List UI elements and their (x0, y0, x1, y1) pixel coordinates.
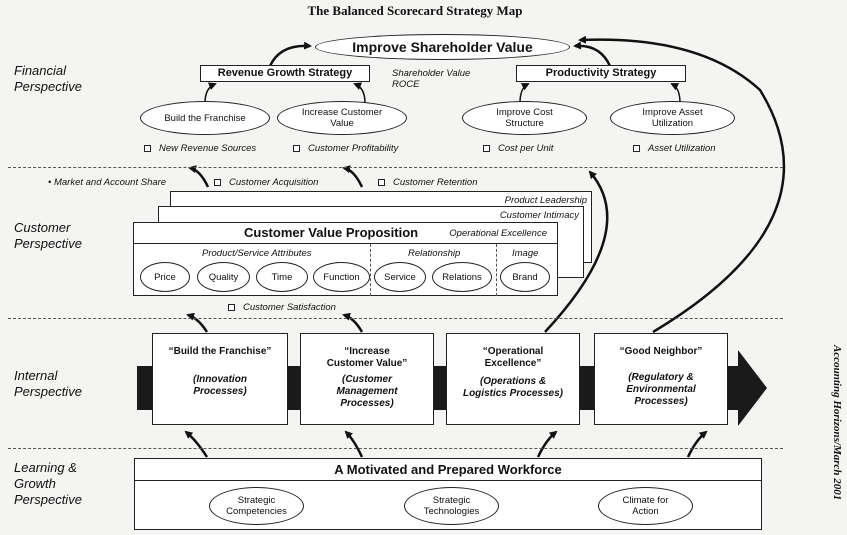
arrow-learning-to-internal3 (536, 430, 558, 458)
oval-increase-customer-value: Increase Customer Value (277, 101, 407, 135)
process-3-subtitle: (Operations & Logistics Processes) (462, 376, 564, 399)
process-2-subtitle: (Customer Management Processes) (336, 374, 398, 409)
measure-customer-profitability: Customer Profitability (293, 143, 398, 154)
arrow-retention-to-custvalue (342, 165, 364, 188)
process-1-subtitle: (Innovation Processes) (193, 374, 247, 397)
cvp-group-divider-1 (370, 244, 371, 296)
measure-market-share: • Market and Account Share (48, 177, 167, 188)
oval-strategic-competencies: Strategic Competencies (209, 487, 304, 525)
arrow-learning-to-internal2 (344, 430, 364, 458)
label-internal-perspective: Internal Perspective (14, 368, 82, 399)
process-3-title: “Operational Excellence” (482, 346, 544, 369)
arrow-neighbor-to-value (578, 35, 786, 334)
measure-customer-retention: Customer Retention (378, 177, 477, 188)
arrow-custvalue-to-revenue (353, 82, 366, 104)
attribute-price: Price (140, 262, 190, 292)
attribute-relations: Relations (432, 262, 492, 292)
oval-improve-cost-structure: Improve Cost Structure (462, 101, 587, 135)
oval-improve-asset-utilization: Improve Asset Utilization (610, 101, 735, 135)
attribute-service: Service (374, 262, 426, 292)
cvp-title: Customer Value Proposition (244, 225, 419, 240)
process-build-franchise: “Build the Franchise” (Innovation Proces… (152, 333, 288, 425)
attribute-brand: Brand (500, 262, 550, 292)
arrow-learning-to-internal4 (686, 430, 708, 458)
arrow-operational-to-cost (544, 170, 609, 333)
cvp-group-divider-2 (496, 244, 497, 296)
arrow-revenue-to-value (268, 41, 312, 67)
label-learning-perspective: Learning & Growth Perspective (14, 460, 82, 507)
arrow-acquisition-to-franchise (188, 165, 210, 188)
label-financial-perspective: Financial Perspective (14, 63, 82, 94)
diagram-title: The Balanced Scorecard Strategy Map (307, 3, 523, 18)
oval-build-franchise: Build the Franchise (140, 101, 270, 135)
divider-internal-learning (8, 448, 783, 449)
financial-measures-note: Shareholder Value ROCE (392, 68, 471, 90)
measure-customer-acquisition: Customer Acquisition (214, 177, 318, 188)
measure-cost-per-unit: Cost per Unit (483, 143, 553, 154)
product-leadership-label: Product Leadership (504, 195, 587, 206)
arrow-internal2-to-customer (342, 312, 364, 333)
oval-strategic-technologies: Strategic Technologies (404, 487, 499, 525)
process-operational-excellence: “Operational Excellence” (Operations & L… (446, 333, 580, 425)
arrow-productivity-to-value (573, 41, 612, 67)
process-1-title: “Build the Franchise” (168, 346, 272, 357)
revenue-growth-strategy: Revenue Growth Strategy (200, 65, 370, 82)
customer-intimacy-label: Customer Intimacy (499, 210, 579, 221)
market-share-label: Market and Account Share (53, 177, 167, 188)
group-relationship: Relationship (408, 248, 461, 259)
oval-climate-for-action: Climate for Action (598, 487, 693, 525)
side-caption: Accounting Horizons/March 2001 (831, 345, 843, 501)
divider-customer-internal (8, 318, 783, 319)
group-product-service-attributes: Product/Service Attributes (202, 248, 312, 259)
label-customer-perspective: Customer Perspective (14, 220, 82, 251)
group-image: Image (512, 248, 539, 259)
process-4-title: “Good Neighbor” (619, 346, 703, 357)
measure-new-revenue-sources: New Revenue Sources (144, 143, 256, 154)
process-4-subtitle: (Regulatory & Environmental Processes) (626, 372, 696, 407)
arrow-learning-to-internal1 (184, 430, 209, 458)
workforce-title: A Motivated and Prepared Workforce (334, 462, 562, 477)
attribute-time: Time (256, 262, 308, 292)
divider-financial-customer (8, 167, 783, 168)
measure-customer-satisfaction: Customer Satisfaction (228, 302, 336, 313)
process-good-neighbor: “Good Neighbor” (Regulatory & Environmen… (594, 333, 728, 425)
operational-excellence-label: Operational Excellence (449, 228, 547, 239)
cvp-divider (134, 243, 557, 244)
productivity-strategy: Productivity Strategy (516, 65, 686, 82)
process-2-title: “Increase Customer Value” (326, 346, 408, 369)
goal-improve-shareholder-value: Improve Shareholder Value (315, 34, 570, 60)
process-increase-customer-value: “Increase Customer Value” (Customer Mana… (300, 333, 434, 425)
workforce-divider (135, 480, 761, 481)
attribute-function: Function (313, 262, 370, 292)
attribute-quality: Quality (197, 262, 250, 292)
arrow-internal1-to-customer (186, 312, 209, 333)
measure-asset-utilization: Asset Utilization (633, 143, 716, 154)
